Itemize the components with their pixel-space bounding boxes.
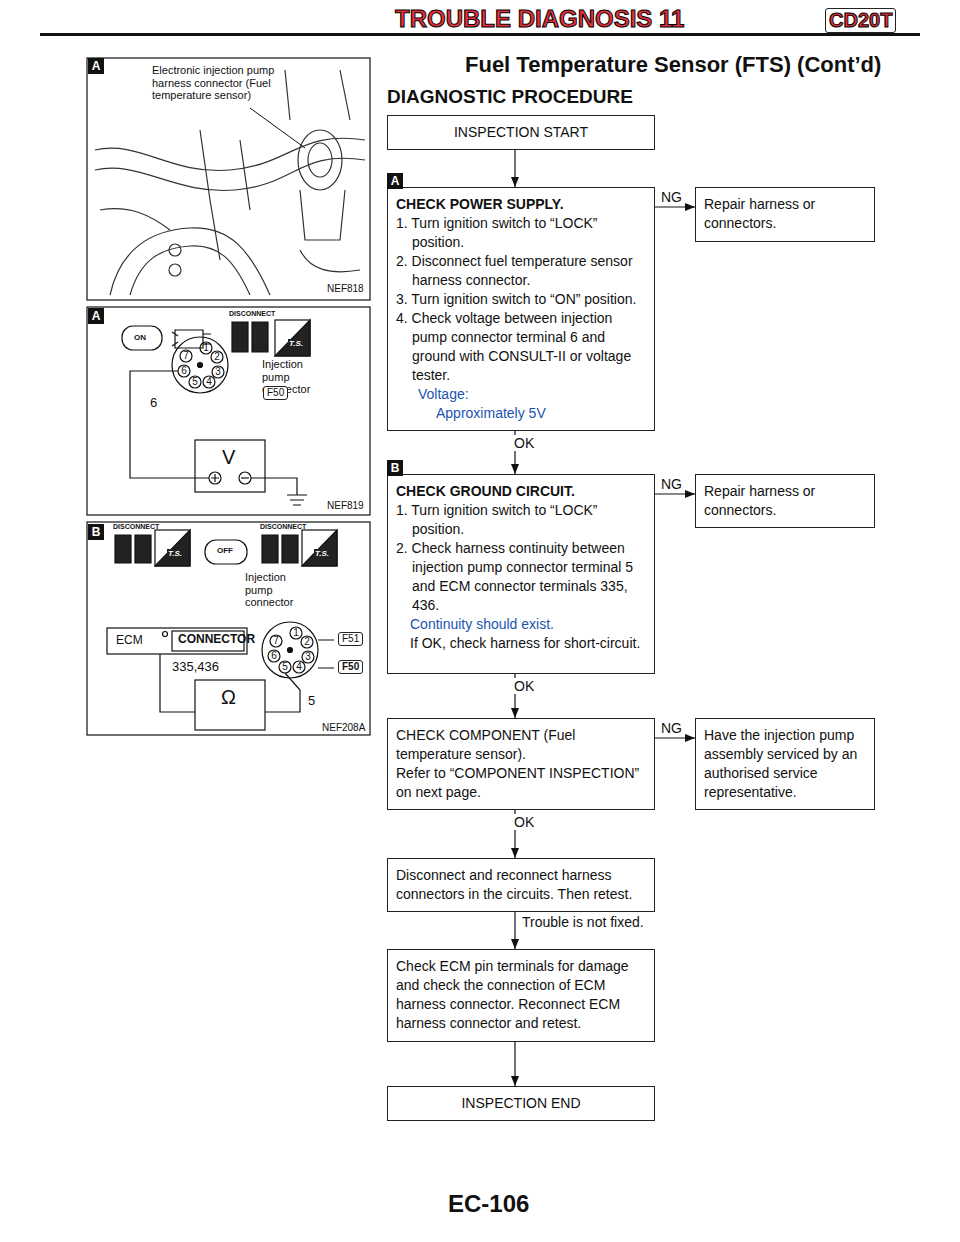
pin-number: 1 <box>203 342 209 354</box>
edge-label: NG <box>659 720 684 736</box>
label: F50 <box>338 660 363 674</box>
label: DISCONNECT <box>113 523 159 531</box>
label: F50 <box>263 386 288 400</box>
pin-number: 1 <box>293 627 299 639</box>
label: ON <box>134 333 146 342</box>
box-text: Approximately 5V <box>396 404 646 423</box>
box-text: INSPECTION END <box>396 1094 646 1113</box>
box-text: Have the injection pump assembly service… <box>704 726 866 802</box>
label: Electronic injection pump harness connec… <box>152 64 290 102</box>
label: 6 <box>150 396 157 411</box>
label: NEF818 <box>327 283 364 295</box>
label: T.S. <box>314 549 330 558</box>
pin-number: 7 <box>273 635 279 647</box>
box-text: 1. Turn ignition switch to “LOCK” positi… <box>396 214 646 252</box>
label: Injection pump connector <box>245 571 315 609</box>
edge-label: OK <box>512 435 536 451</box>
box-text: 2. Disconnect fuel temperature sensor ha… <box>396 252 646 290</box>
label: CD20T <box>825 8 896 33</box>
flow-box: INSPECTION END <box>387 1086 655 1121</box>
box-text: 4. Check voltage between injection pump … <box>396 309 646 385</box>
flow-arrow <box>511 150 519 187</box>
flow-box: Have the injection pump assembly service… <box>695 718 875 810</box>
pin-number: 3 <box>215 366 221 378</box>
flow-box: CHECK POWER SUPPLY.1. Turn ignition swit… <box>387 187 655 431</box>
box-text: 2. Check harness continuity between inje… <box>396 539 646 615</box>
label: Ω <box>221 686 236 709</box>
page-heading: TROUBLE DIAGNOSIS 11 <box>395 5 684 33</box>
box-text: Disconnect and reconnect harness connect… <box>396 866 646 904</box>
flow-box: Disconnect and reconnect harness connect… <box>387 858 655 912</box>
label: EC-106 <box>448 1190 529 1218</box>
flow-box: Repair harness or connectors. <box>695 187 875 242</box>
edge-label: OK <box>512 814 536 830</box>
label: V <box>222 446 235 469</box>
step-marker: A <box>387 173 403 189</box>
label: OFF <box>217 546 233 555</box>
label: DISCONNECT <box>260 523 306 531</box>
box-text: Repair harness or connectors. <box>704 195 866 233</box>
step-marker: B <box>387 460 403 476</box>
label: NEF819 <box>327 500 364 512</box>
box-text: 3. Turn ignition switch to “ON” position… <box>396 290 646 309</box>
box-text: If OK, check harness for short-circuit. <box>396 634 646 653</box>
box-text: CHECK GROUND CIRCUIT. <box>396 482 646 501</box>
box-text: Repair harness or connectors. <box>704 482 866 520</box>
box-text: Check ECM pin terminals for damage and c… <box>396 957 646 1033</box>
ground-check-figure <box>87 522 370 735</box>
edge-label: NG <box>659 476 684 492</box>
label: 335,436 <box>172 660 219 675</box>
flow-box: Repair harness or connectors. <box>695 474 875 528</box>
engine-photo <box>87 58 370 300</box>
label: Fuel Temperature Sensor (FTS) (Cont’d) <box>465 52 881 77</box>
edge-label: Trouble is not fixed. <box>520 914 646 930</box>
label: NEF208A <box>322 722 365 734</box>
box-text: Continuity should exist. <box>396 615 646 634</box>
label: CONNECTOR <box>178 633 255 647</box>
step-marker: A <box>88 58 104 74</box>
flow-box: INSPECTION START <box>387 115 655 150</box>
pin-number: 5 <box>282 661 288 673</box>
box-text: INSPECTION START <box>396 123 646 142</box>
label: T.S. <box>167 549 183 558</box>
step-marker: B <box>88 524 104 540</box>
pin-number: 7 <box>183 350 189 362</box>
flow-box: CHECK COMPONENT (Fuel temperature sensor… <box>387 718 655 810</box>
pin-number: 4 <box>296 661 302 673</box>
box-text: CHECK POWER SUPPLY. <box>396 195 646 214</box>
pin-number: 4 <box>206 376 212 388</box>
label: DISCONNECT <box>229 310 275 318</box>
box-text: Refer to “COMPONENT INSPECTION” on next … <box>396 764 646 802</box>
flow-arrow <box>511 912 519 949</box>
pin-number: 6 <box>271 650 277 662</box>
flow-arrow <box>511 1042 519 1086</box>
box-text: 1. Turn ignition switch to “LOCK” positi… <box>396 501 646 539</box>
box-text: CHECK COMPONENT (Fuel temperature sensor… <box>396 726 646 764</box>
box-text: Voltage: <box>396 385 646 404</box>
pin-number: 5 <box>192 376 198 388</box>
edge-label: OK <box>512 678 536 694</box>
pin-number: 2 <box>304 636 310 648</box>
edge-label: NG <box>659 189 684 205</box>
pin-number: 6 <box>181 365 187 377</box>
label: 5 <box>308 694 315 709</box>
voltage-check-figure <box>87 307 370 515</box>
step-marker: A <box>88 308 104 324</box>
label: DIAGNOSTIC PROCEDURE <box>387 86 633 108</box>
label: F51 <box>338 632 363 646</box>
flow-box: Check ECM pin terminals for damage and c… <box>387 949 655 1042</box>
pin-number: 2 <box>214 351 220 363</box>
flow-box: CHECK GROUND CIRCUIT.1. Turn ignition sw… <box>387 474 655 674</box>
header-rule <box>40 33 920 36</box>
pin-number: 3 <box>305 651 311 663</box>
label: T.S. <box>288 339 304 348</box>
label: ECM <box>116 634 143 648</box>
